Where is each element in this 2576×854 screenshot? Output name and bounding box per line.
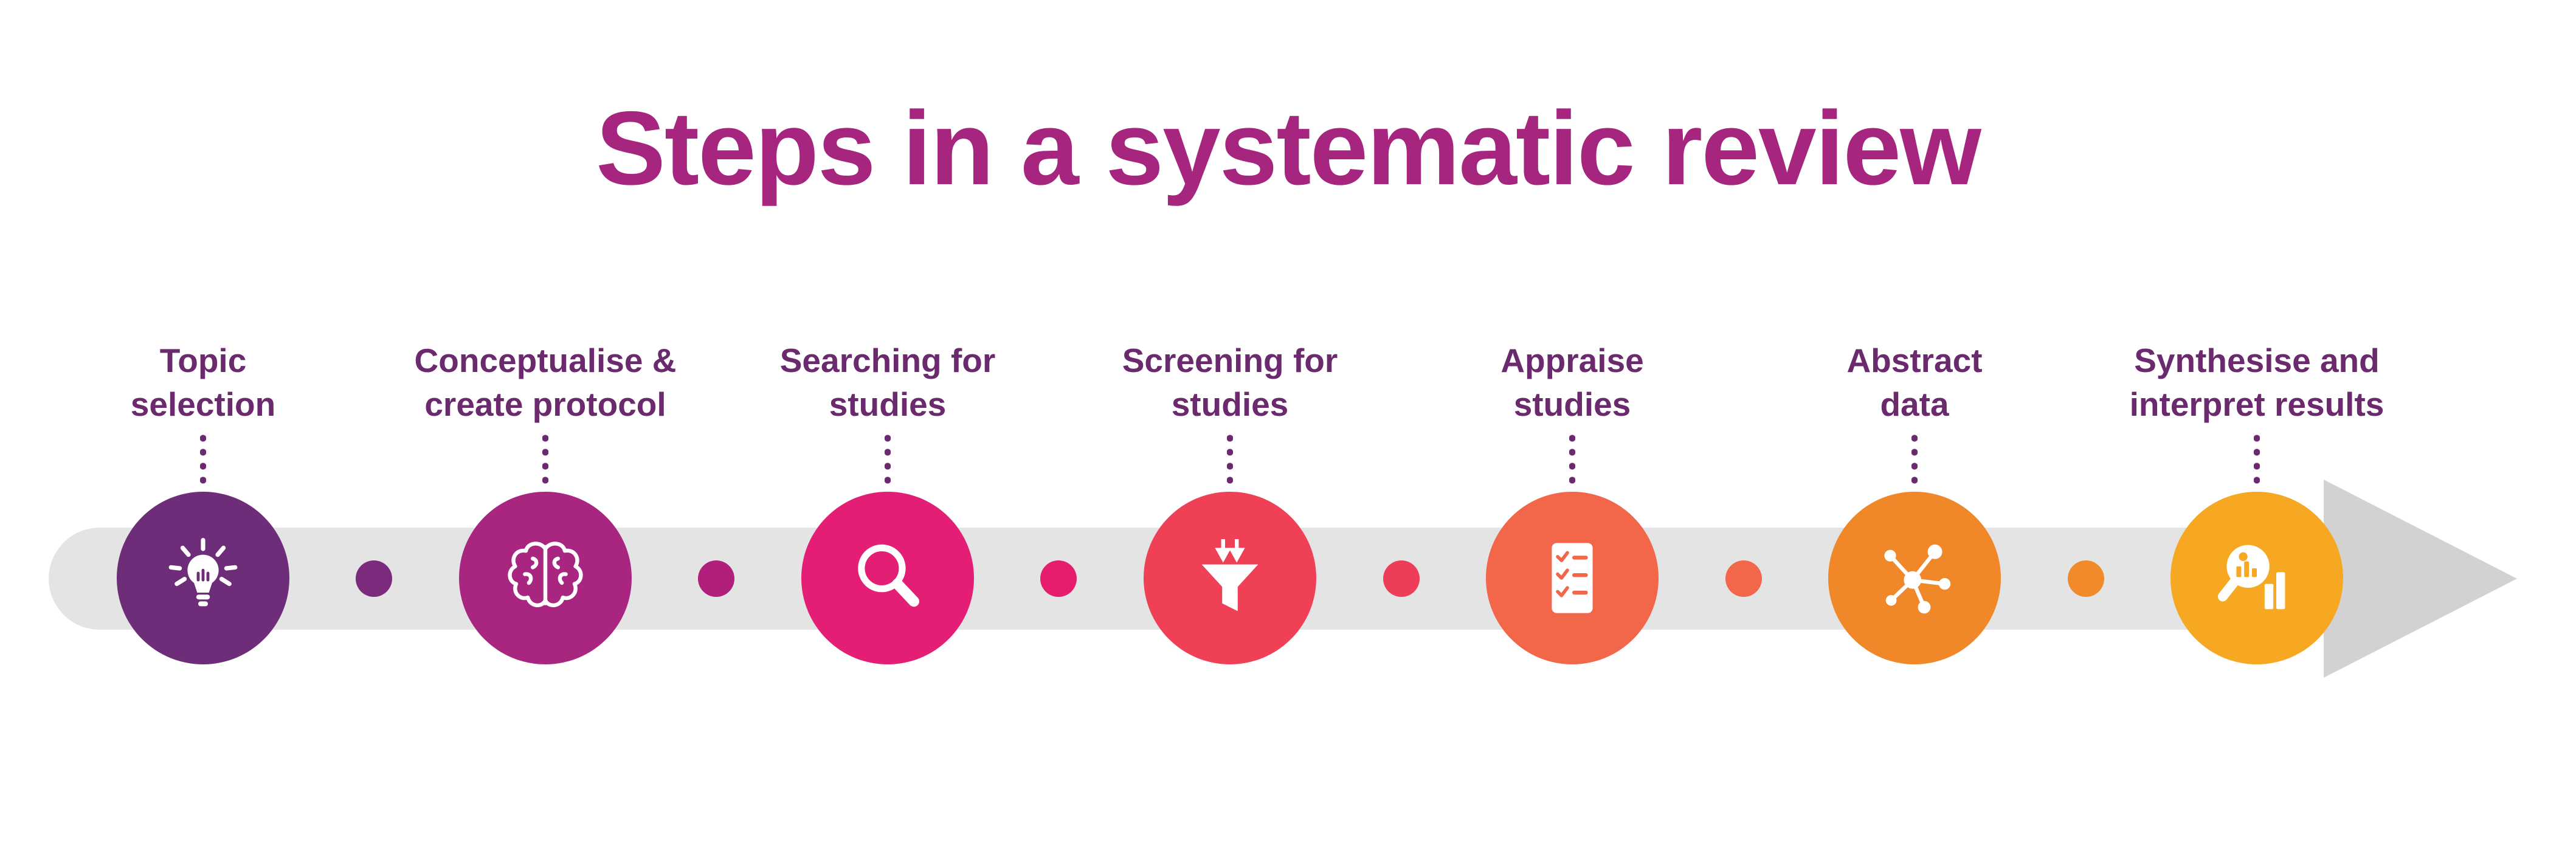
step-label: Conceptualise & create protocol (414, 342, 677, 423)
step-screening-studies: Screening for studies (1041, 331, 1418, 664)
step-abstract-data: Abstract data (1726, 331, 2103, 664)
dotted-connector (2254, 435, 2260, 486)
connector-dot-2 (698, 560, 734, 597)
dotted-connector (1227, 435, 1233, 486)
lightbulb-icon (168, 538, 238, 607)
brain-icon (508, 542, 583, 607)
step-circle (459, 492, 632, 664)
connector-dot-5 (1725, 560, 1762, 597)
checklist-icon (1552, 543, 1593, 613)
connector-dot-6 (2068, 560, 2104, 597)
network-icon (1884, 544, 1951, 614)
page-title: Steps in a systematic review (596, 90, 1981, 207)
step-synthesise-results: Synthesise and interpret results (2068, 331, 2445, 664)
dotted-connector (1911, 435, 1918, 486)
dotted-connector (1569, 435, 1575, 486)
connector-dot-1 (356, 560, 392, 597)
dotted-connector (885, 435, 891, 486)
magnifier-icon (858, 544, 919, 607)
step-circle (1828, 492, 2001, 664)
step-label: Searching for studies (779, 342, 996, 423)
dotted-connector (200, 435, 206, 486)
step-conceptualise-protocol: Conceptualise & create protocol (357, 331, 734, 664)
step-label: Appraise studies (1500, 342, 1644, 423)
step-circle (1486, 492, 1659, 664)
chart-magnifier-icon (2218, 545, 2285, 610)
step-circle (801, 492, 974, 664)
funnel-icon (1201, 539, 1259, 611)
dotted-connector (542, 435, 548, 486)
connector-dot-3 (1040, 560, 1077, 597)
step-searching-studies: Searching for studies (699, 331, 1076, 664)
step-circle (2170, 492, 2343, 664)
step-label: Topic selection (130, 342, 276, 423)
step-topic-selection: Topic selection (15, 331, 392, 664)
step-appraise-studies: Appraise studies (1384, 331, 1761, 664)
step-label: Synthesise and interpret results (2129, 342, 2384, 423)
step-label: Screening for studies (1122, 342, 1338, 423)
connector-dot-4 (1383, 560, 1420, 597)
step-circle (1144, 492, 1316, 664)
step-circle (117, 492, 289, 664)
step-label: Abstract data (1846, 342, 1983, 423)
